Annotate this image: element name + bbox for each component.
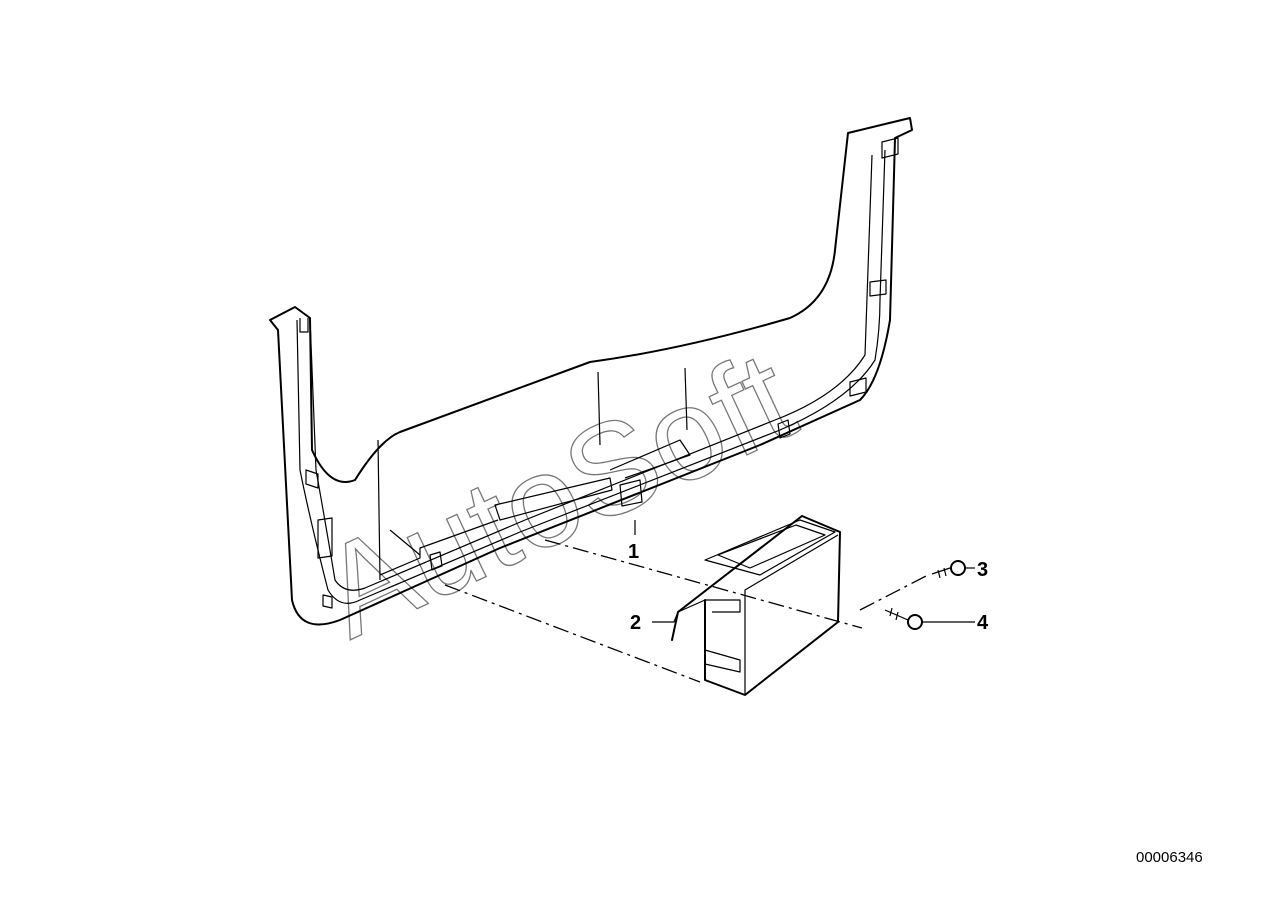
assembly-line (859, 574, 929, 611)
diagram-number: 00006346 (1136, 849, 1203, 866)
callout-3: 3 (977, 559, 988, 581)
callout-4: 4 (977, 612, 989, 634)
assembly-line (544, 539, 863, 629)
callout-1: 1 (628, 541, 639, 563)
cover-part (671, 515, 841, 696)
screw-3-part (931, 560, 966, 579)
screw-4-part (884, 607, 923, 630)
callout-2: 2 (630, 612, 641, 634)
assembly-line (444, 584, 701, 683)
trim-panel-part (269, 117, 913, 626)
leader-line-2 (652, 611, 679, 623)
